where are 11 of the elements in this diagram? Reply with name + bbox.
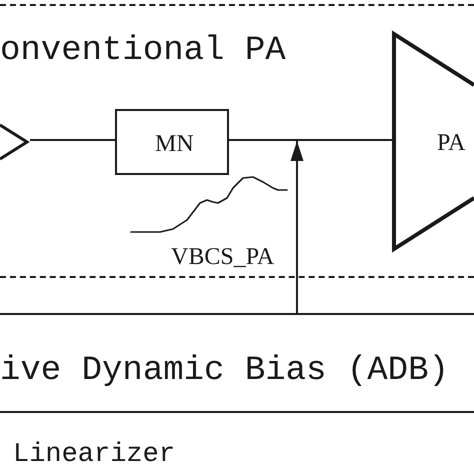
- bias-block-label: ive Dynamic Bias (ADB): [0, 354, 449, 388]
- process-box: [115, 109, 229, 175]
- signal-line: [30, 139, 115, 141]
- block-label: MN: [155, 132, 194, 156]
- amplifier-label: PA: [437, 131, 466, 155]
- arrow: [290, 141, 304, 313]
- edge-label: VBCS_PA: [171, 245, 274, 269]
- signal-line: [229, 139, 392, 141]
- bias-block-box: [0, 313, 474, 413]
- section-label: Linearizer: [13, 442, 176, 469]
- group-title: onventional PA: [0, 34, 286, 68]
